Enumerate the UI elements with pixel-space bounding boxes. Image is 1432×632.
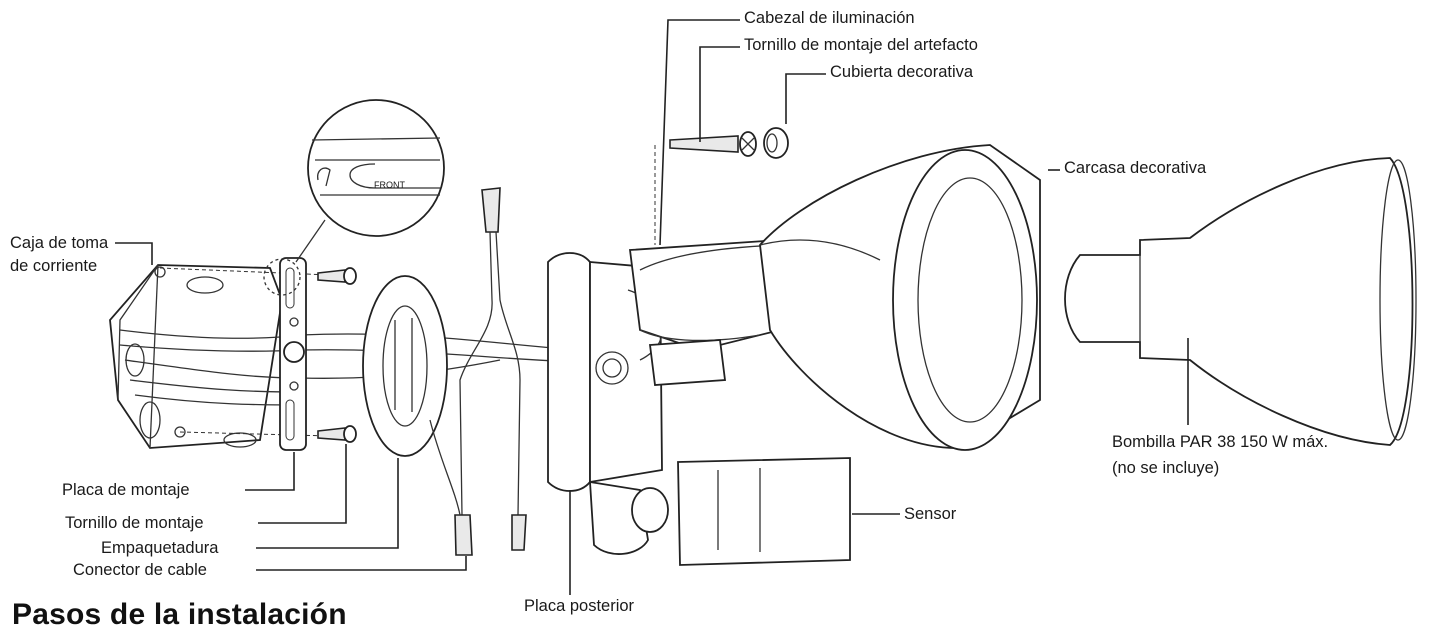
label-carcasa: Carcasa decorativa: [1064, 159, 1207, 177]
zoom-detail: [263, 99, 445, 296]
label-tornillo-artefacto: Tornillo de montaje del artefacto: [744, 36, 978, 54]
label-front: FRONT: [374, 180, 405, 190]
label-placa-montaje: Placa de montaje: [62, 481, 190, 499]
label-bombilla-line2: (no se incluye): [1112, 459, 1220, 477]
mounting-plate: [279, 257, 307, 451]
label-sensor: Sensor: [904, 505, 957, 523]
decorative-cap: [763, 127, 789, 159]
decorative-housing: [759, 144, 1041, 451]
label-placa-posterior: Placa posterior: [524, 597, 635, 615]
wire-connectors: [429, 187, 527, 556]
gasket: [362, 275, 448, 457]
label-empaquetadura: Empaquetadura: [101, 539, 219, 557]
label-cubierta: Cubierta decorativa: [830, 63, 974, 81]
bulb: [1064, 157, 1417, 446]
outlet-box: [109, 264, 283, 449]
mounting-screws: [317, 267, 357, 443]
leader-lines: [115, 19, 1189, 595]
label-cabezal: Cabezal de iluminación: [744, 9, 915, 27]
fixture-screw: [669, 131, 757, 157]
section-heading: Pasos de la instalación: [12, 598, 347, 631]
label-caja: Caja de toma de corriente: [10, 234, 109, 275]
lamp-head-arm: [628, 239, 781, 386]
motion-sensor: [589, 457, 851, 566]
label-conector: Conector de cable: [73, 561, 207, 579]
label-bombilla-line1: Bombilla PAR 38 150 W máx.: [1112, 433, 1329, 451]
label-tornillo-montaje: Tornillo de montaje: [65, 514, 204, 532]
